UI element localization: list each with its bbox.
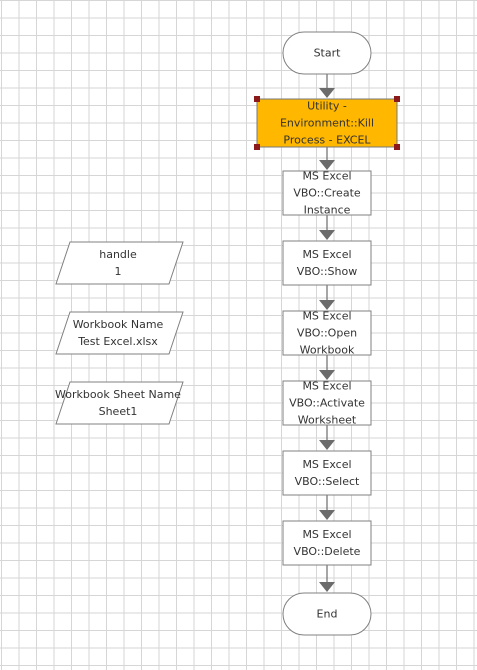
- action-shape: [282, 450, 372, 496]
- data-item-workbook-sheet-name-line-0: Workbook Sheet Name: [55, 388, 181, 401]
- selection-handle[interactable]: [254, 144, 260, 150]
- stage-kill-process-line-1: Environment::Kill: [280, 117, 374, 130]
- connector-open-workbook-to-activate-worksheet[interactable]: [319, 355, 335, 380]
- action-shape: [256, 98, 398, 148]
- arrowhead-icon: [319, 300, 335, 310]
- selection-handle[interactable]: [394, 96, 400, 102]
- stage-create-instance-line-2: Instance: [304, 204, 351, 217]
- stage-select-line-0: MS Excel: [302, 458, 351, 471]
- stage-open-workbook-line-1: VBO::Open: [297, 327, 357, 340]
- terminal-shape: [282, 31, 372, 75]
- stage-kill-process-line-0: Utility -: [307, 100, 347, 113]
- data-item-handle-line-0: handle: [99, 248, 137, 261]
- action-shape: [282, 170, 372, 216]
- terminal-shape: [282, 592, 372, 636]
- data-item-workbook-name-line-0: Workbook Name: [73, 318, 164, 331]
- data-item-handle-line-1: 1: [115, 265, 122, 278]
- arrowhead-icon: [319, 230, 335, 240]
- stage-activate-worksheet-line-2: Worksheet: [298, 414, 357, 427]
- data-item-workbook-name-line-1: Test Excel.xlsx: [77, 335, 158, 348]
- stage-create-instance-line-0: MS Excel: [302, 170, 351, 183]
- arrowhead-icon: [319, 510, 335, 520]
- stage-create-instance-line-1: VBO::Create: [293, 187, 361, 200]
- connector-show-to-open-workbook[interactable]: [319, 285, 335, 310]
- stage-activate-worksheet-line-1: VBO::Activate: [289, 397, 365, 410]
- stage-end[interactable]: End: [282, 592, 372, 636]
- selection-handle[interactable]: [254, 96, 260, 102]
- connector-delete-to-end[interactable]: [319, 565, 335, 592]
- stage-delete-line-1: VBO::Delete: [294, 545, 361, 558]
- arrowhead-icon: [319, 160, 335, 170]
- stage-start-line-0: Start: [314, 47, 342, 60]
- selection-handle[interactable]: [394, 144, 400, 150]
- data-item-shape: [55, 241, 184, 285]
- action-shape: [282, 380, 372, 426]
- stage-delete-line-0: MS Excel: [302, 528, 351, 541]
- connector-kill-process-to-create-instance[interactable]: [319, 147, 335, 170]
- action-shape: [282, 520, 372, 566]
- stage-end-line-0: End: [317, 608, 338, 621]
- stage-show-line-0: MS Excel: [302, 248, 351, 261]
- data-item-shape: [55, 381, 184, 425]
- stage-activate-worksheet-line-0: MS Excel: [302, 380, 351, 393]
- data-item-shape: [55, 311, 184, 355]
- action-shape: [282, 240, 372, 286]
- data-item-handle[interactable]: handle 1: [55, 241, 184, 285]
- stage-open-workbook-line-2: Workbook: [300, 344, 355, 357]
- stage-select-line-1: VBO::Select: [295, 475, 360, 488]
- connector-start-to-kill-process[interactable]: [319, 74, 335, 98]
- arrowhead-icon: [319, 88, 335, 98]
- stage-show-line-1: VBO::Show: [297, 265, 357, 278]
- connector-select-to-delete[interactable]: [319, 495, 335, 520]
- stage-start[interactable]: Start: [282, 31, 372, 75]
- arrowhead-icon: [319, 582, 335, 592]
- stage-kill-process-line-2: Process - EXCEL: [283, 134, 371, 147]
- arrowhead-icon: [319, 370, 335, 380]
- stage-open-workbook-line-0: MS Excel: [302, 310, 351, 323]
- connector-create-instance-to-show[interactable]: [319, 215, 335, 240]
- action-shape: [282, 310, 372, 356]
- data-item-workbook-sheet-name-line-1: Sheet1: [99, 405, 138, 418]
- connector-activate-worksheet-to-select[interactable]: [319, 425, 335, 450]
- arrowhead-icon: [319, 440, 335, 450]
